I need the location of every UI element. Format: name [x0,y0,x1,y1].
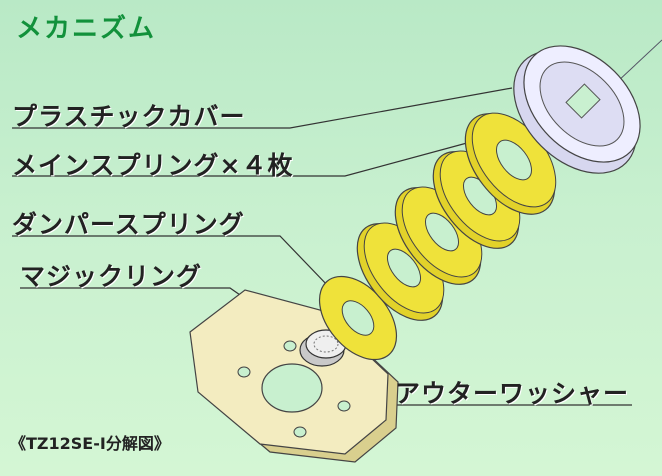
label-outer-washer: アウターワッシャー [395,379,630,408]
page-title: メカニズム [16,14,157,44]
label-magic-ring: マジックリング [20,262,203,291]
leader-plastic-cover [12,87,513,129]
leader-damper-spring [12,235,331,289]
label-damper-spring: ダンパースプリング [12,210,245,239]
outer-washer-part [189,289,399,463]
label-main-spring: メインスプリング×４枚 [12,151,294,180]
damper-spring-part [318,275,398,361]
plastic-cover-part [513,45,641,174]
main-spring-stack [356,112,557,321]
label-plastic-cover: プラスチックカバー [12,102,246,131]
figure-caption: 《TZ12SE-I分解図》 [10,434,170,453]
leader-lines [12,87,632,429]
leader-main-spring [12,139,479,177]
